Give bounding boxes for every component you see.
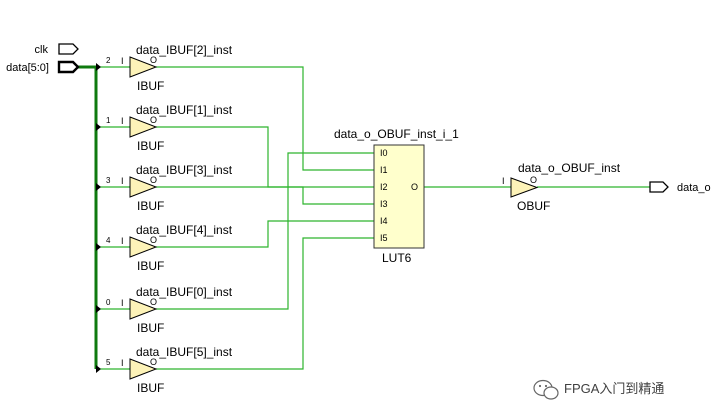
- ibuf-instance-name: data_IBUF[1]_inst: [136, 103, 233, 117]
- ibuf-pin-i: I: [121, 116, 124, 126]
- lut6-pin-i3: I3: [380, 199, 388, 209]
- bus-bit-label: 2: [106, 56, 111, 65]
- ibuf-pin-i: I: [121, 56, 124, 66]
- port-data-bus-label: data[5:0]: [6, 62, 49, 74]
- lut6-pin-i4: I4: [380, 216, 388, 226]
- buffer-triangle: [129, 56, 158, 78]
- buffer-triangle: [129, 358, 158, 380]
- ibuf-pin-o: O: [150, 297, 157, 307]
- ibuf-cell-type: IBUF: [137, 381, 164, 395]
- buffer-triangle: [129, 298, 158, 320]
- port-clk-label: clk: [35, 44, 49, 56]
- ibuf-cell-type: IBUF: [137, 79, 164, 93]
- port-clk[interactable]: clk: [35, 43, 79, 56]
- ibuf-instance-name: data_IBUF[4]_inst: [136, 223, 233, 237]
- ibuf-pin-i: I: [121, 298, 124, 308]
- ibuf-pin-o: O: [150, 357, 157, 367]
- ibuf-pin-i: I: [121, 236, 124, 246]
- bus-ripper-marker: [96, 123, 101, 131]
- ibuf-instance-name: data_IBUF[5]_inst: [136, 345, 233, 359]
- bus-bit-label: 4: [106, 236, 111, 245]
- nets-layer: [78, 63, 650, 373]
- ibuf-pin-i: I: [121, 176, 124, 186]
- ibuf-pin-o: O: [150, 115, 157, 125]
- ibuf-to-lut-net: [156, 186, 374, 205]
- ibuf-pin-i: I: [121, 358, 124, 368]
- bus-bit-label: 0: [106, 298, 111, 307]
- watermark: FPGA入门到精通: [533, 379, 664, 400]
- obuf-pin-i: I: [502, 176, 505, 186]
- obuf-cell-type: OBUF: [517, 199, 550, 213]
- ibuf-to-lut-net: [156, 237, 374, 370]
- bus-ripper-marker: [96, 305, 101, 313]
- lut6-instance-name: data_o_OBUF_inst_i_1: [334, 127, 459, 141]
- port-data-o[interactable]: data_o: [649, 181, 711, 194]
- lut6-pin-i0: I0: [380, 148, 388, 158]
- ibuf-cell-type: IBUF: [137, 199, 164, 213]
- lut6-cell[interactable]: data_o_OBUF_inst_i_1 I0 I1 I2 I3 I4 I5 O…: [334, 127, 459, 265]
- bus-bit-label: 3: [106, 176, 111, 185]
- ibuf-instance-name: data_IBUF[0]_inst: [136, 285, 233, 299]
- obuf-instance-name: data_o_OBUF_inst: [518, 161, 621, 175]
- lut6-pin-o: O: [411, 182, 418, 192]
- bus-ripper-marker: [96, 63, 101, 71]
- ibuf-cell-type: IBUF: [137, 139, 164, 153]
- ibuf-to-lut-net: [156, 152, 374, 310]
- obuf-pin-o: O: [530, 175, 537, 185]
- lut6-pin-i2: I2: [380, 182, 388, 192]
- ibuf-instance-name: data_IBUF[3]_inst: [136, 163, 233, 177]
- bus-ripper-marker: [96, 243, 101, 251]
- obuf-cell[interactable]: data_o_OBUF_inst I O OBUF: [502, 161, 621, 213]
- ibuf-cell-type: IBUF: [137, 321, 164, 335]
- buffer-triangle: [129, 116, 158, 138]
- port-data-bus[interactable]: data[5:0]: [6, 60, 80, 74]
- watermark-text: FPGA入门到精通: [564, 381, 664, 396]
- ibuf-to-lut-net: [156, 126, 374, 188]
- ibuf-instance-name: data_IBUF[2]_inst: [136, 43, 233, 57]
- bus-ripper-marker: [96, 183, 101, 191]
- ibuf-cell-type: IBUF: [137, 259, 164, 273]
- buffer-triangle: [129, 236, 158, 258]
- ibuf-to-lut-net: [156, 220, 374, 248]
- ibuf-pin-o: O: [150, 55, 157, 65]
- bus-bit-label: 5: [106, 358, 111, 367]
- ibuf-pin-o: O: [150, 175, 157, 185]
- bus-ripper-marker: [96, 365, 101, 373]
- lut6-cell-type: LUT6: [382, 251, 412, 265]
- bus-bit-label: 1: [106, 116, 111, 125]
- ibuf-to-lut-net: [156, 66, 374, 171]
- buffer-triangle: [129, 176, 158, 198]
- port-data-o-label: data_o: [677, 182, 711, 194]
- lut6-pin-i1: I1: [380, 165, 388, 175]
- ibuf-pin-o: O: [150, 235, 157, 245]
- wechat-icon: [533, 379, 559, 400]
- lut6-pin-i5: I5: [380, 233, 388, 243]
